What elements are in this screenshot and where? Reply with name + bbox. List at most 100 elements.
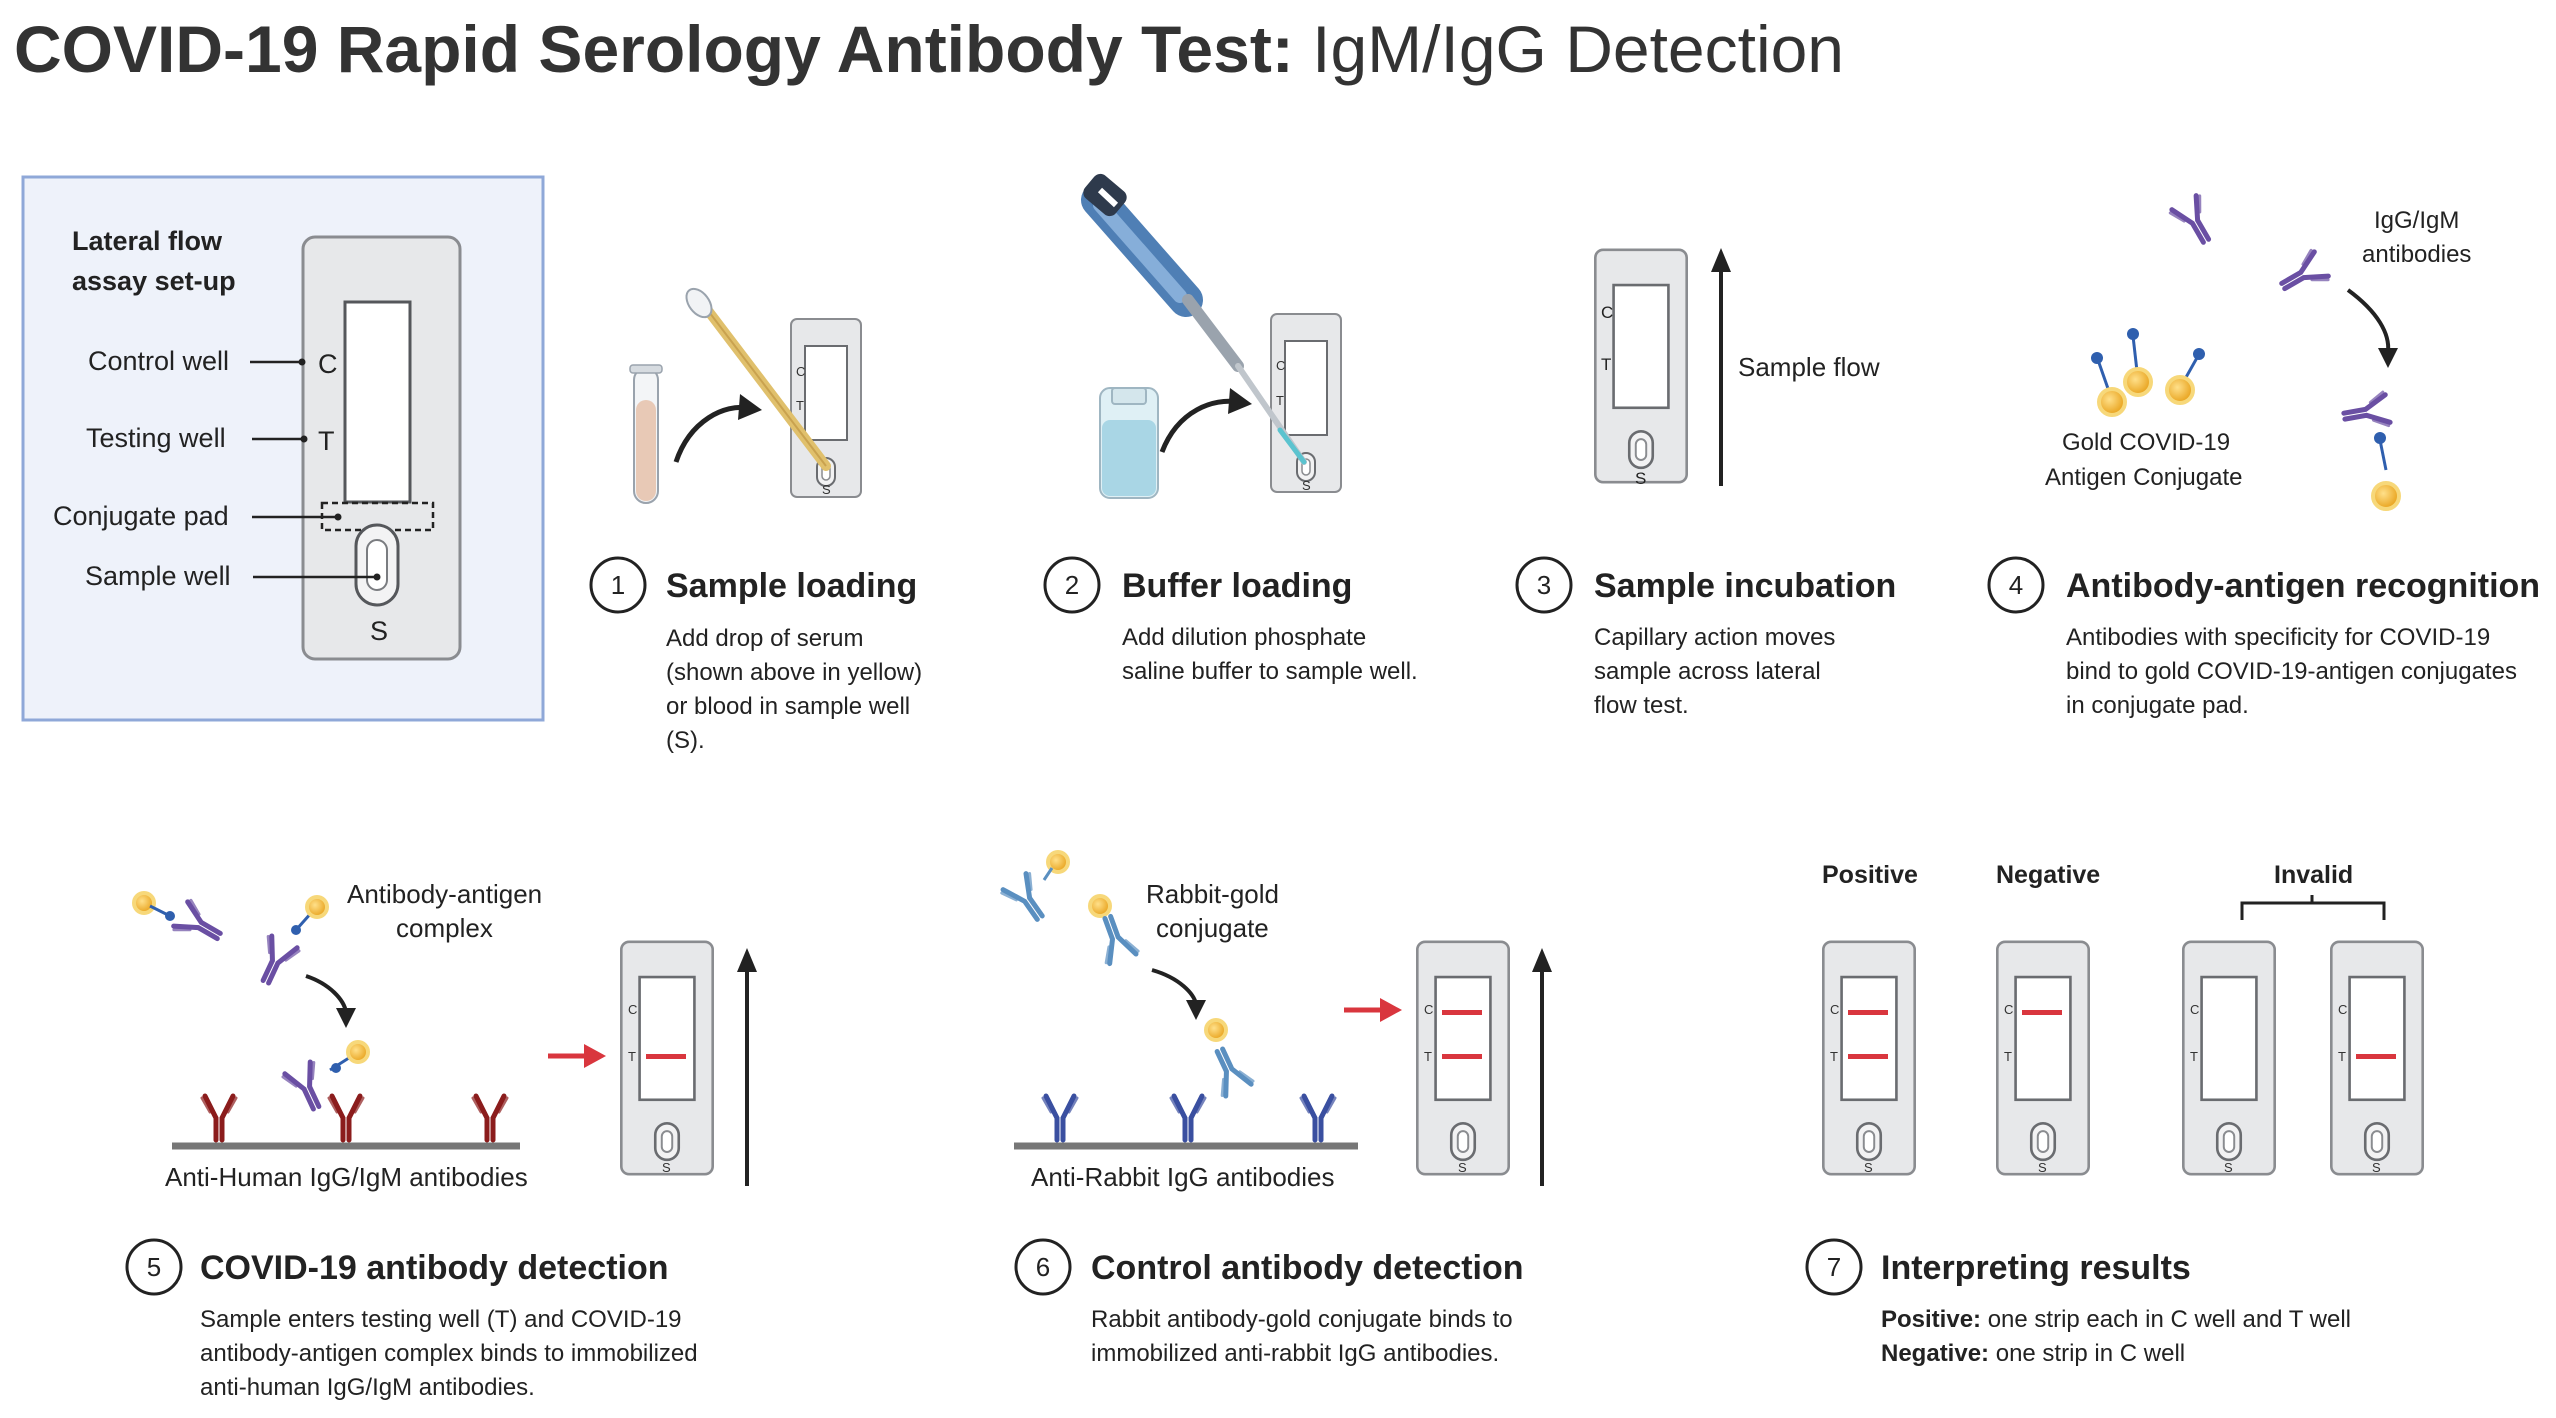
step-number-badge: [1805, 1238, 1863, 1296]
page-title: COVID-19 Rapid Serology Antibody Test: I…: [14, 12, 1844, 86]
setup-panel: Lateral flow assay set-up C T S Control …: [21, 175, 545, 722]
step-number-badge: [1014, 1238, 1072, 1296]
step-desc-line: Add drop of serum: [666, 625, 863, 652]
positive-result-text: one strip each in C well and T well: [1981, 1306, 2351, 1333]
strip-t-letter: T: [1601, 355, 1611, 374]
rabbit-antibody-bound-icon: [1204, 1043, 1253, 1097]
step-desc-line: antibody-antigen complex binds to immobi…: [200, 1340, 698, 1367]
gold-conjugate-label-2: Antigen Conjugate: [2045, 464, 2242, 491]
step-number-badge: [589, 556, 647, 614]
strip-s-letter: S: [822, 482, 831, 497]
positive-result-label: Positive:: [1881, 1306, 1981, 1333]
setup-cassette: C T S: [301, 235, 462, 661]
step-desc-line: immobilized anti-rabbit IgG antibodies.: [1091, 1340, 1499, 1367]
antibody-antigen-complex-icon: [2341, 392, 2390, 433]
strip-s-letter: S: [2224, 1160, 2233, 1175]
gold-conjugate-label-1: Gold COVID-19: [2062, 429, 2230, 456]
strip-t-letter: T: [1424, 1049, 1432, 1064]
strip-t-letter: T: [1276, 393, 1284, 408]
arrow-icon: [2346, 288, 2391, 353]
strip-t-letter: T: [796, 398, 804, 413]
step-title: COVID-19 antibody detection: [200, 1249, 669, 1287]
step-number-badge: [125, 1238, 183, 1296]
strip-s-letter: S: [1864, 1160, 1873, 1175]
igg-igm-label-1: IgG/IgM: [2374, 207, 2459, 234]
anti-rabbit-antibody-icon: [1171, 1096, 1205, 1140]
negative-result-line: Negative: one strip in C well: [1881, 1340, 2185, 1367]
strip-c-letter: C: [1424, 1002, 1433, 1017]
step-1: 1 Sample loading Add drop of serum (show…: [589, 556, 922, 754]
strip-c-letter: C: [1830, 1002, 1839, 1017]
step-6: 6 Control antibody detection Rabbit anti…: [1014, 1238, 1524, 1367]
strip-c-letter: C: [628, 1002, 637, 1017]
step-7: 7 Interpreting results Positive: one str…: [1805, 1238, 2351, 1367]
step-title: Interpreting results: [1881, 1249, 2191, 1287]
step-number: 4: [2009, 570, 2023, 600]
step-desc-line: Rabbit antibody-gold conjugate binds to: [1091, 1306, 1513, 1333]
sample-flow-label: Sample flow: [1738, 352, 1880, 382]
strip-c-letter: C: [2004, 1002, 2013, 1017]
control-line-mark: [1848, 1010, 1888, 1015]
setup-t-letter: T: [318, 426, 335, 456]
arrow-icon: [673, 404, 749, 463]
step-number: 6: [1036, 1252, 1050, 1282]
arrow-icon: [305, 974, 348, 1013]
step4-illustration: IgG/IgM antibodies Gold COVID-19 Antigen…: [2045, 194, 2471, 511]
step-number-badge: [1043, 556, 1101, 614]
strip-s-letter: S: [1302, 478, 1311, 493]
strip-s-letter: S: [1635, 469, 1646, 488]
step-title: Sample incubation: [1594, 567, 1896, 605]
step-desc-line: Antibodies with specificity for COVID-19: [2066, 624, 2490, 651]
negative-result-text: one strip in C well: [1989, 1340, 2185, 1367]
step-number: 2: [1065, 570, 1079, 600]
positive-label: Positive: [1822, 861, 1918, 889]
antibody-icon: [172, 899, 227, 950]
step-desc-line: sample across lateral: [1594, 658, 1821, 685]
step-title: Sample loading: [666, 567, 917, 605]
antibody-antigen-complex-icon: [282, 1061, 331, 1115]
strip-c-letter: C: [2190, 1002, 2199, 1017]
strip-s-letter: S: [2372, 1160, 2381, 1175]
step-number-badge: [1515, 556, 1573, 614]
step-desc-line: or blood in sample well: [666, 693, 910, 720]
step5-illustration: Antibody-antigen complex Anti-Human IgG/…: [132, 879, 757, 1192]
conjugate-pad-label: Conjugate pad: [53, 501, 229, 531]
testing-well-label: Testing well: [86, 423, 226, 453]
anti-human-antibody-icon: [473, 1096, 507, 1140]
step-4: 4 Antibody-antigen recognition Antibodie…: [1987, 556, 2540, 719]
step-5: 5 COVID-19 antibody detection Sample ent…: [125, 1238, 698, 1401]
control-well-label: Control well: [88, 346, 229, 376]
strip-t-letter: T: [2004, 1049, 2012, 1064]
strip-s-letter: S: [1458, 1160, 1467, 1175]
negative-label: Negative: [1996, 861, 2100, 889]
step-desc-line: Add dilution phosphate: [1122, 624, 1366, 651]
pipette-icon: [1081, 173, 1307, 465]
strip-c-letter: C: [1601, 303, 1613, 322]
anti-rabbit-label: Anti-Rabbit IgG antibodies: [1031, 1162, 1335, 1192]
test-line-mark: [1848, 1054, 1888, 1059]
rabbit-gold-label-2: conjugate: [1156, 913, 1269, 943]
strip-s-letter: S: [662, 1160, 671, 1175]
step1-illustration: C T S: [629, 287, 862, 504]
setup-heading-1: Lateral flow: [72, 226, 223, 256]
step-title: Antibody-antigen recognition: [2066, 567, 2540, 605]
control-line-mark: [1442, 1010, 1482, 1015]
step-number-badge: [1987, 556, 2045, 614]
complex-label-2: complex: [396, 913, 493, 943]
sample-well-label: Sample well: [85, 561, 231, 591]
title-bold: COVID-19 Rapid Serology Antibody Test:: [14, 12, 1294, 86]
step-desc-line: bind to gold COVID-19-antigen conjugates: [2066, 658, 2517, 685]
setup-heading-2: assay set-up: [72, 266, 236, 296]
step-desc-line: (S).: [666, 727, 705, 754]
invalid-bracket: [2240, 901, 2386, 920]
step-title: Control antibody detection: [1091, 1249, 1524, 1287]
strip-t-letter: T: [2190, 1049, 2198, 1064]
step-desc-line: in conjugate pad.: [2066, 692, 2249, 719]
rabbit-antibody-icon: [1001, 872, 1054, 928]
step7-illustration: Positive Negative Invalid C T S C T S C …: [1821, 861, 2425, 1176]
gold-antigen-conjugate-icon: [2091, 328, 2205, 417]
arrow-icon: [1151, 968, 1198, 1005]
antibody-icon: [250, 935, 299, 989]
anti-human-antibody-icon: [202, 1096, 236, 1140]
